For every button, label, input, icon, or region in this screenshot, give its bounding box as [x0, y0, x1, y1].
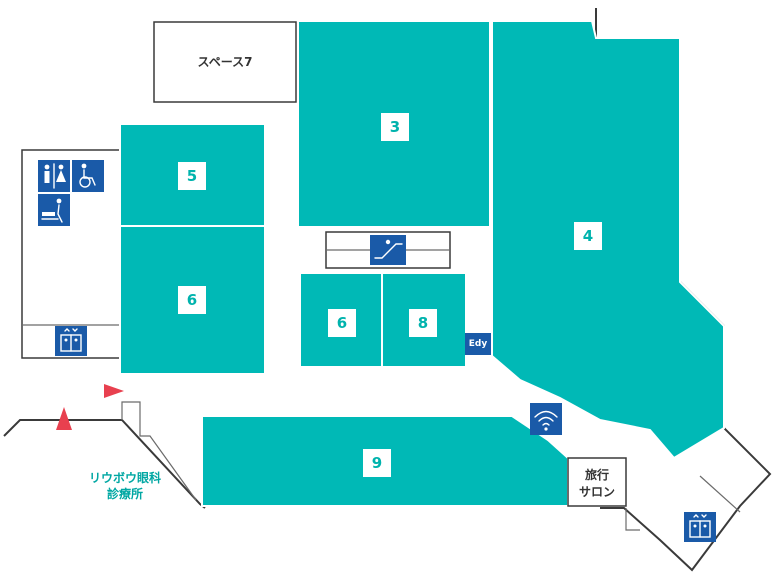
- store-4-number: 4: [583, 227, 593, 245]
- clinic-label-2: 診療所: [107, 486, 143, 501]
- store-8-badge: [409, 309, 437, 337]
- inner-line-right: [625, 508, 640, 531]
- wifi-icon: [530, 403, 562, 435]
- clinic-label-1: リウボウ眼科: [89, 470, 161, 485]
- escalator[interactable]: [325, 231, 451, 269]
- space7-label: スペース7: [198, 55, 253, 69]
- store-4[interactable]: [491, 20, 725, 460]
- wheelchair-icon: [72, 160, 104, 192]
- store-6b-badge: [328, 309, 356, 337]
- store-6b-number: 6: [337, 314, 347, 332]
- escalator-icon: [370, 235, 406, 265]
- store-3-number: 3: [390, 118, 400, 136]
- baby-changing-icon: [38, 194, 70, 226]
- restroom-icon: [38, 160, 70, 192]
- store-6a-badge: [178, 286, 206, 314]
- store-8-number: 8: [418, 314, 428, 332]
- edy-label: Edy: [469, 339, 488, 349]
- travel-salon-label-2: サロン: [579, 485, 615, 499]
- inner-line-lower: [121, 401, 197, 501]
- inner-line-elevator: [699, 475, 741, 513]
- travel-salon-label-1: 旅行: [585, 467, 609, 482]
- elevator-icon-right: [684, 512, 716, 542]
- store-5-badge: [178, 162, 206, 190]
- store-9-badge: [363, 449, 391, 477]
- entrance-arrow-up: [56, 407, 72, 430]
- travel-salon-room[interactable]: [567, 457, 627, 507]
- edy-icon: Edy: [465, 333, 491, 355]
- store-5-number: 5: [187, 167, 197, 185]
- elevator-icon: [55, 326, 87, 356]
- store-9-number: 9: [372, 454, 382, 472]
- entrance-arrow-right: [104, 384, 124, 398]
- store-4-badge: [574, 222, 602, 250]
- space7-room[interactable]: [153, 21, 297, 103]
- store-3-badge: [381, 113, 409, 141]
- store-6a-number: 6: [187, 291, 197, 309]
- building-outline-left: [3, 419, 206, 509]
